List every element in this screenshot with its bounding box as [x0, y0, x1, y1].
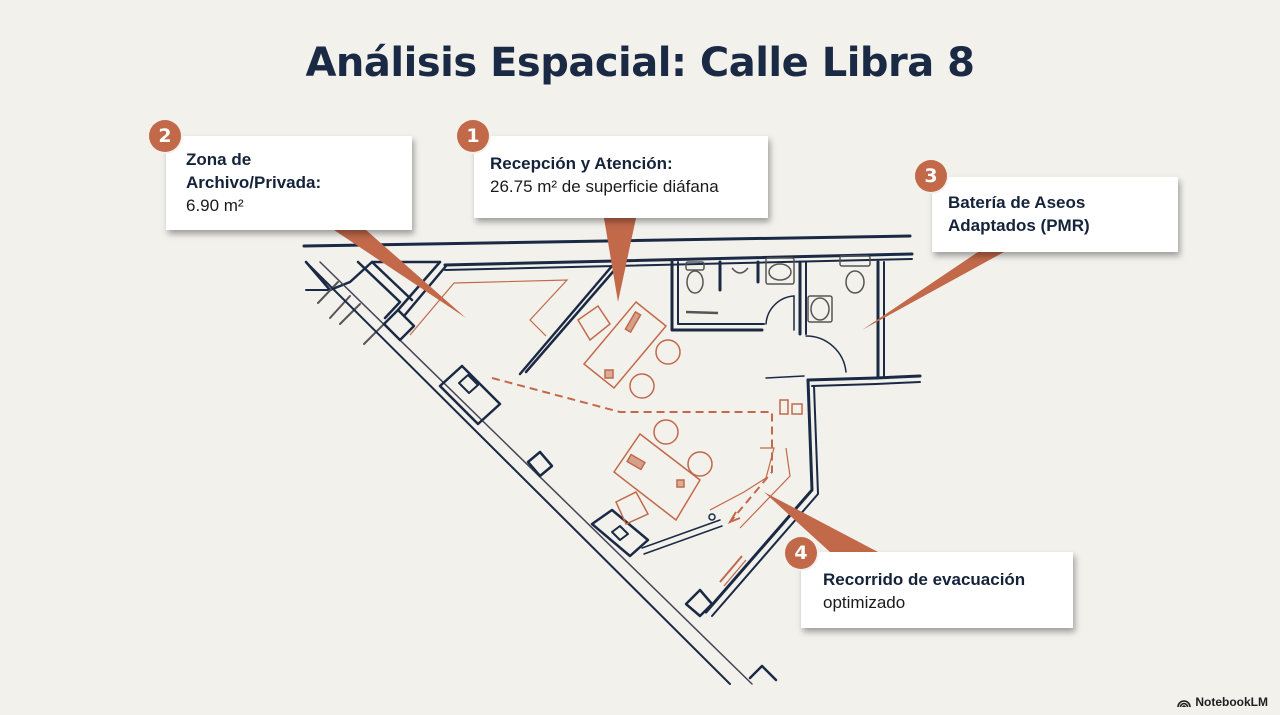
pointer-4: [764, 492, 878, 552]
page-title: Análisis Espacial: Calle Libra 8: [305, 40, 975, 86]
callout-reception-area: 26.75 m² de superficie diáfana: [490, 177, 719, 196]
pointer-1: [604, 218, 636, 302]
notebooklm-logo-icon: [1177, 699, 1192, 707]
callout-reception: Recepción y Atención: 26.75 m² de superf…: [474, 136, 768, 218]
callout-evacuation: Recorrido de evacuación optimizado: [801, 552, 1073, 628]
callout-archive-title-2: Archivo/Privada:: [186, 173, 322, 192]
callout-restrooms-title-2: Adaptados (PMR): [948, 216, 1090, 235]
brand-watermark: NotebookLM: [1177, 695, 1268, 709]
badge-1: 1: [457, 120, 489, 152]
callout-restrooms: Batería de Aseos Adaptados (PMR): [932, 177, 1178, 252]
brand-label: NotebookLM: [1195, 695, 1268, 709]
badge-4: 4: [785, 537, 817, 569]
callout-restrooms-title-1: Batería de Aseos: [948, 193, 1086, 212]
pointer-2: [334, 230, 466, 318]
badge-3: 3: [915, 160, 947, 192]
callout-reception-title: Recepción y Atención:: [490, 154, 673, 173]
callout-evacuation-detail: optimizado: [823, 593, 906, 612]
badge-2: 2: [149, 120, 181, 152]
callout-archive-title-1: Zona de: [186, 150, 252, 169]
callout-archive-area: 6.90 m²: [186, 196, 244, 215]
callout-evacuation-title: Recorrido de evacuación: [823, 570, 1026, 589]
pointer-3: [862, 252, 1004, 330]
callout-archive-zone: Zona de Archivo/Privada: 6.90 m²: [166, 136, 412, 230]
